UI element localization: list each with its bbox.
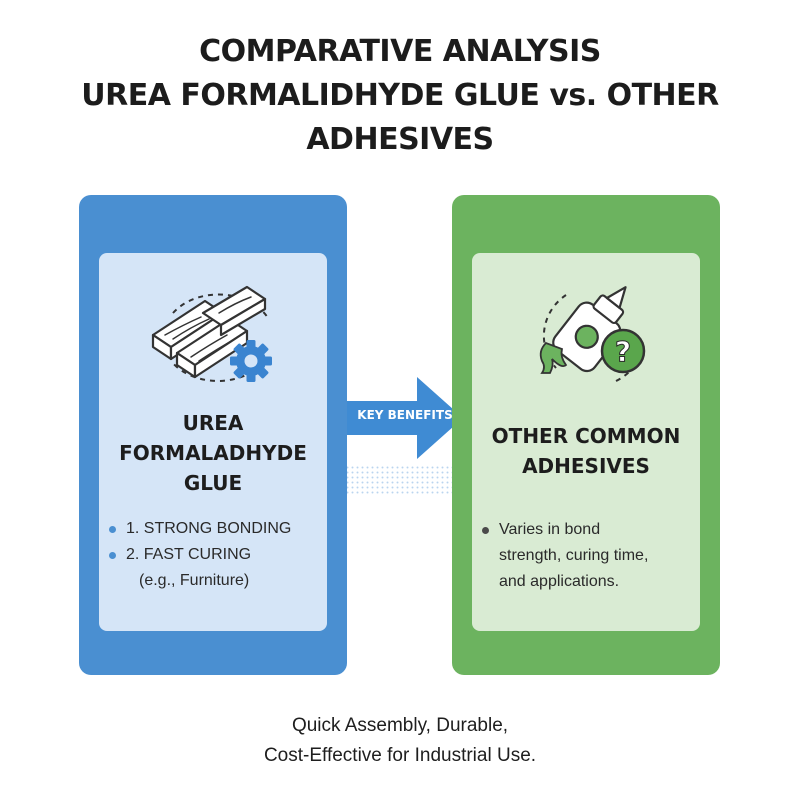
heading-line: OTHER COMMON (491, 424, 681, 448)
key-benefits-label: KEY BENEFITS (357, 408, 453, 422)
list-item: Varies in bond strength, curing time, an… (482, 517, 694, 595)
footer-line: Quick Assembly, Durable, (291, 715, 509, 736)
title-line-3: ADHESIVES (306, 122, 494, 157)
bullet-dot-icon (109, 552, 116, 559)
page-title: COMPARATIVE ANALYSIS UREA FORMALIDHYDE G… (0, 30, 800, 162)
other-adhesives-panel: ? OTHER COMMON ADHESIVES Varies in bond … (452, 195, 720, 675)
heading-line: ADHESIVES (522, 454, 650, 478)
other-adhesives-heading: OTHER COMMON ADHESIVES (472, 421, 700, 481)
urea-glue-benefits-list: 1. STRONG BONDING 2. FAST CURING (e.g., … (109, 516, 321, 594)
bullet-dot-icon (482, 527, 489, 534)
key-benefits-arrow: KEY BENEFITS (345, 375, 475, 495)
bullet-dot-icon (109, 526, 116, 533)
list-item: 2. FAST CURING (109, 542, 321, 568)
bullet-text-line: strength, curing time, (499, 547, 649, 564)
bullet-text: 2. FAST CURING (126, 546, 252, 563)
footer-line: Cost-Effective for Industrial Use. (263, 745, 537, 766)
arrow-shape (347, 377, 463, 459)
title-line-1: COMPARATIVE ANALYSIS (199, 34, 601, 69)
footer-summary: Quick Assembly, Durable, Cost-Effective … (0, 711, 800, 771)
glue-bottle-question-icon: ? (516, 273, 656, 393)
other-adhesives-list: Varies in bond strength, curing time, an… (482, 517, 694, 595)
bullet-text: Varies in bond strength, curing time, an… (499, 517, 648, 595)
bullet-text-line: and applications. (499, 573, 620, 590)
bullet-text-line: Varies in bond (499, 521, 601, 538)
list-item: 1. STRONG BONDING (109, 516, 321, 542)
wood-planks-gear-icon (143, 273, 283, 393)
urea-glue-panel: UREA FORMALADHYDE GLUE 1. STRONG BONDING… (79, 195, 347, 675)
svg-text:?: ? (615, 335, 631, 368)
bullet-text: 1. STRONG BONDING (126, 520, 292, 537)
urea-glue-card: UREA FORMALADHYDE GLUE 1. STRONG BONDING… (99, 253, 327, 631)
heading-line: GLUE (183, 471, 243, 495)
urea-glue-heading: UREA FORMALADHYDE GLUE (99, 408, 327, 498)
bullet-note: (e.g., Furniture) (139, 572, 250, 589)
title-line-2: UREA FORMALIDHYDE GLUE vs. OTHER (81, 78, 719, 113)
other-adhesives-card: ? OTHER COMMON ADHESIVES Varies in bond … (472, 253, 700, 631)
heading-line: UREA (182, 411, 244, 435)
heading-line: FORMALADHYDE (119, 441, 307, 465)
